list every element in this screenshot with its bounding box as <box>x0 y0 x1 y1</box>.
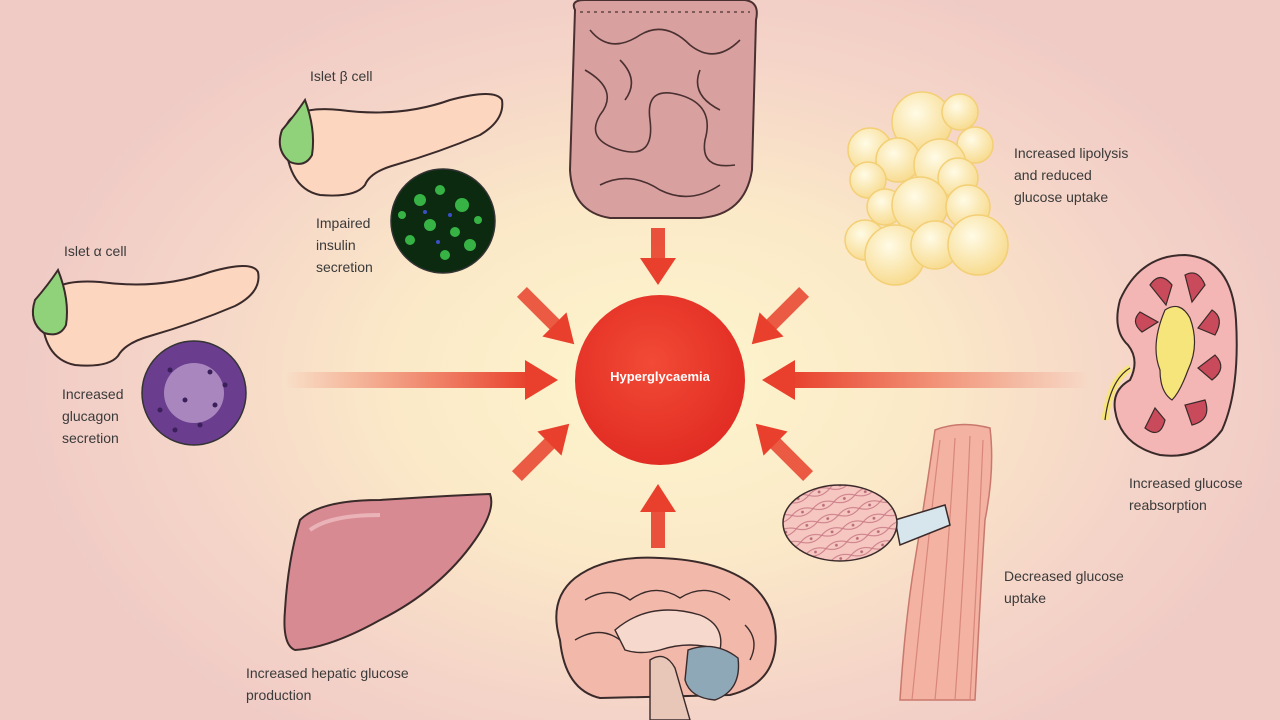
hyperglycaemia-label: Hyperglycaemia <box>610 369 710 384</box>
pancreas-beta-illustration <box>278 93 504 197</box>
insulin-micrograph <box>390 168 496 274</box>
kidney-illustration <box>1101 253 1238 457</box>
hyperglycaemia-hub <box>575 295 745 465</box>
muscle-fiber-zoom <box>782 484 898 562</box>
hepatic-glucose-label: Increased hepatic glucose production <box>246 665 409 703</box>
brain-illustration <box>555 556 777 720</box>
islet-beta-cell-icon <box>278 97 315 165</box>
adipose-illustration <box>844 91 1009 286</box>
arrow-left <box>285 360 558 400</box>
liver-illustration <box>283 492 493 652</box>
lipolysis-label: Increased lipolysis and reduced glucose … <box>1014 145 1129 205</box>
kidney-reabsorption-label: Increased glucose reabsorption <box>1129 475 1243 513</box>
muscle-uptake-label: Decreased glucose uptake <box>1004 568 1124 606</box>
impaired-insulin-label: Impaired insulin secretion <box>316 215 373 275</box>
intestine-illustration <box>568 0 758 219</box>
pancreas-alpha-illustration <box>31 265 260 367</box>
arrow-top-right <box>751 286 810 345</box>
glucagon-micrograph <box>141 340 247 446</box>
arrow-bottom-left <box>511 423 570 482</box>
islet-beta-label: Islet β cell <box>310 68 373 84</box>
arrow-top-left <box>516 286 575 345</box>
arrow-right <box>762 360 1090 400</box>
arrow-bottom-right <box>755 423 814 482</box>
islet-alpha-cell-icon <box>31 267 68 336</box>
arrow-bottom <box>640 484 676 548</box>
muscle-illustration <box>782 423 993 701</box>
increased-glucagon-label: Increased glucagon secretion <box>62 386 124 446</box>
arrow-top <box>640 228 676 285</box>
islet-alpha-label: Islet α cell <box>64 243 127 259</box>
